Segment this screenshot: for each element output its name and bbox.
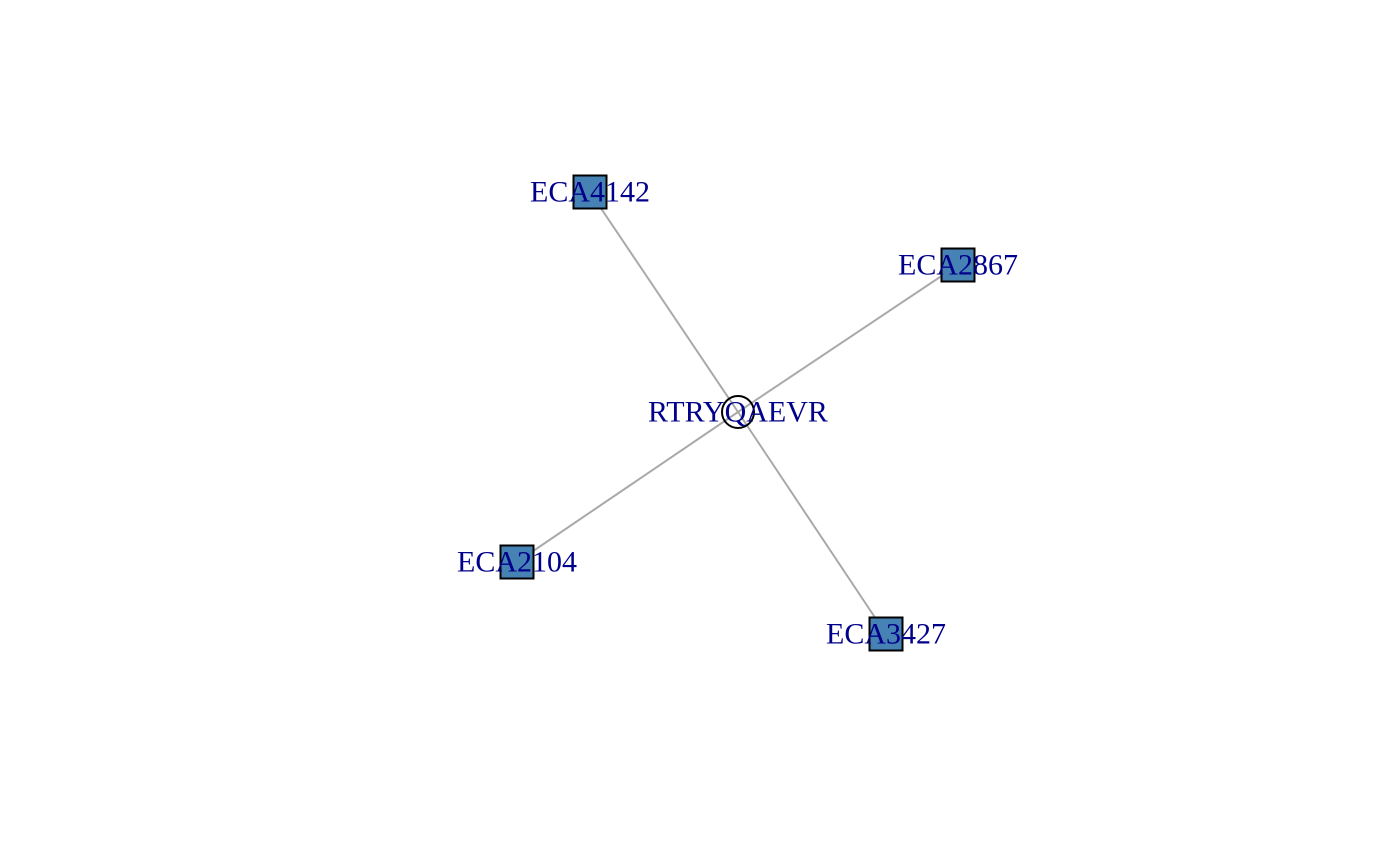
node-label-eca2867: ECA2867 — [898, 249, 1018, 282]
hub-node-circle — [721, 395, 755, 429]
hub-label-rtryqaevr: RTRYQAEVR — [648, 396, 828, 429]
node-square-eca2867 — [940, 247, 976, 283]
node-square-eca3427 — [868, 616, 904, 652]
node-label-eca4142: ECA4142 — [530, 176, 650, 209]
edge-hub-n3 — [516, 411, 739, 563]
node-square-eca4142 — [572, 174, 608, 210]
edge-hub-n4 — [737, 411, 887, 635]
node-label-eca2104: ECA2104 — [457, 546, 577, 579]
edges-layer — [516, 191, 959, 635]
node-label-eca3427: ECA3427 — [826, 618, 946, 651]
nodes-layer — [499, 174, 976, 652]
edge-hub-n2 — [737, 264, 959, 413]
node-square-eca2104 — [499, 544, 535, 580]
edge-hub-n1 — [589, 191, 739, 413]
